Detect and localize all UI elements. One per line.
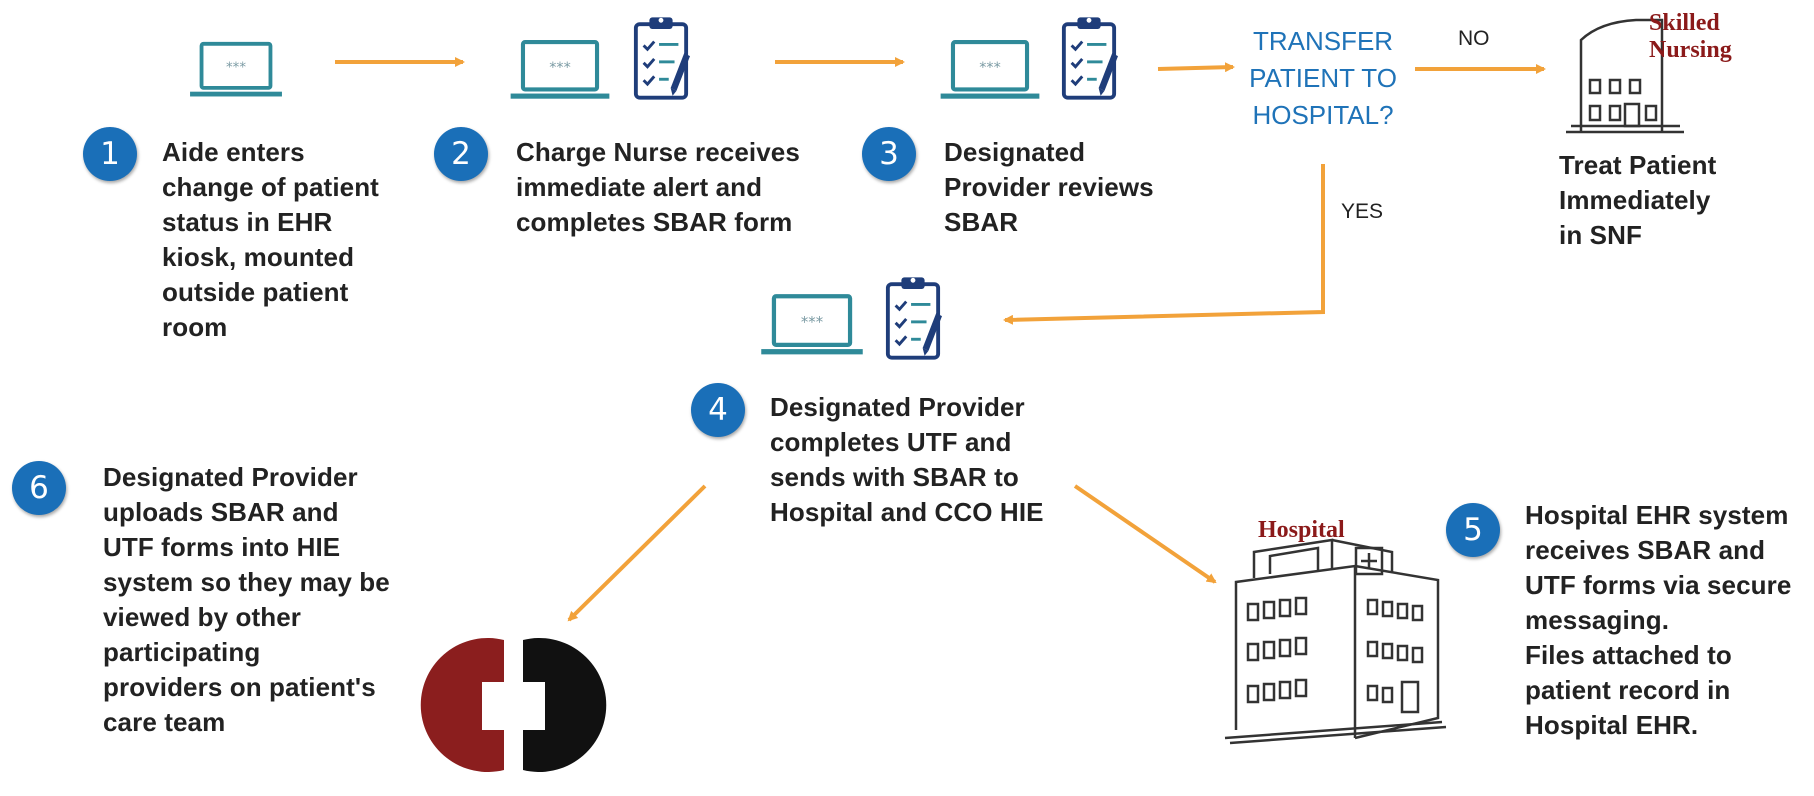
hospital-building-icon (1224, 538, 1447, 745)
step-4-text: Designated Provider completes UTF and se… (770, 392, 1044, 527)
decision-transfer-question: TRANSFER PATIENT TO HOSPITAL? (1249, 26, 1397, 130)
decision-no-label: NO (1458, 27, 1490, 50)
snf-outcome-text: Treat Patient Immediately in SNF (1559, 150, 1717, 250)
laptop-icon (761, 296, 862, 354)
step-2-text: Charge Nurse receives immediate alert an… (516, 137, 800, 237)
laptop-icon (941, 42, 1040, 99)
step-1-text: Aide enters change of patient status in … (162, 137, 379, 342)
step-2-badge: 2 (434, 127, 488, 181)
nursing-facility-icon (1566, 18, 1684, 134)
arrow-4-to-5 (1073, 484, 1217, 584)
hospital-label: Hospital (1258, 517, 1345, 543)
clipboard-checklist-icon (888, 277, 942, 357)
hie-logo-icon (420, 638, 607, 772)
clipboard-checklist-icon (636, 17, 690, 97)
laptop-icon (188, 41, 284, 99)
arrow-3-to-decision (1157, 62, 1235, 73)
step-6-badge: 6 (12, 461, 66, 515)
step-1-badge: 1 (83, 127, 137, 181)
arrow-decision-yes (1003, 164, 1325, 325)
decision-yes-label: YES (1341, 200, 1384, 223)
step-3-badge: 3 (862, 127, 916, 181)
skilled-nursing-label: Skilled Nursing (1649, 10, 1732, 63)
step-6-text: Designated Provider uploads SBAR and UTF… (103, 462, 390, 737)
laptop-icon (511, 42, 610, 99)
clipboard-checklist-icon (1064, 17, 1118, 97)
step-3-text: Designated Provider reviews SBAR (944, 137, 1154, 237)
step-5-text: Hospital EHR system receives SBAR and UT… (1525, 500, 1792, 740)
arrow-4-to-6 (567, 484, 707, 622)
step-4-badge: 4 (691, 383, 745, 437)
step-5-badge: 5 (1446, 503, 1500, 557)
